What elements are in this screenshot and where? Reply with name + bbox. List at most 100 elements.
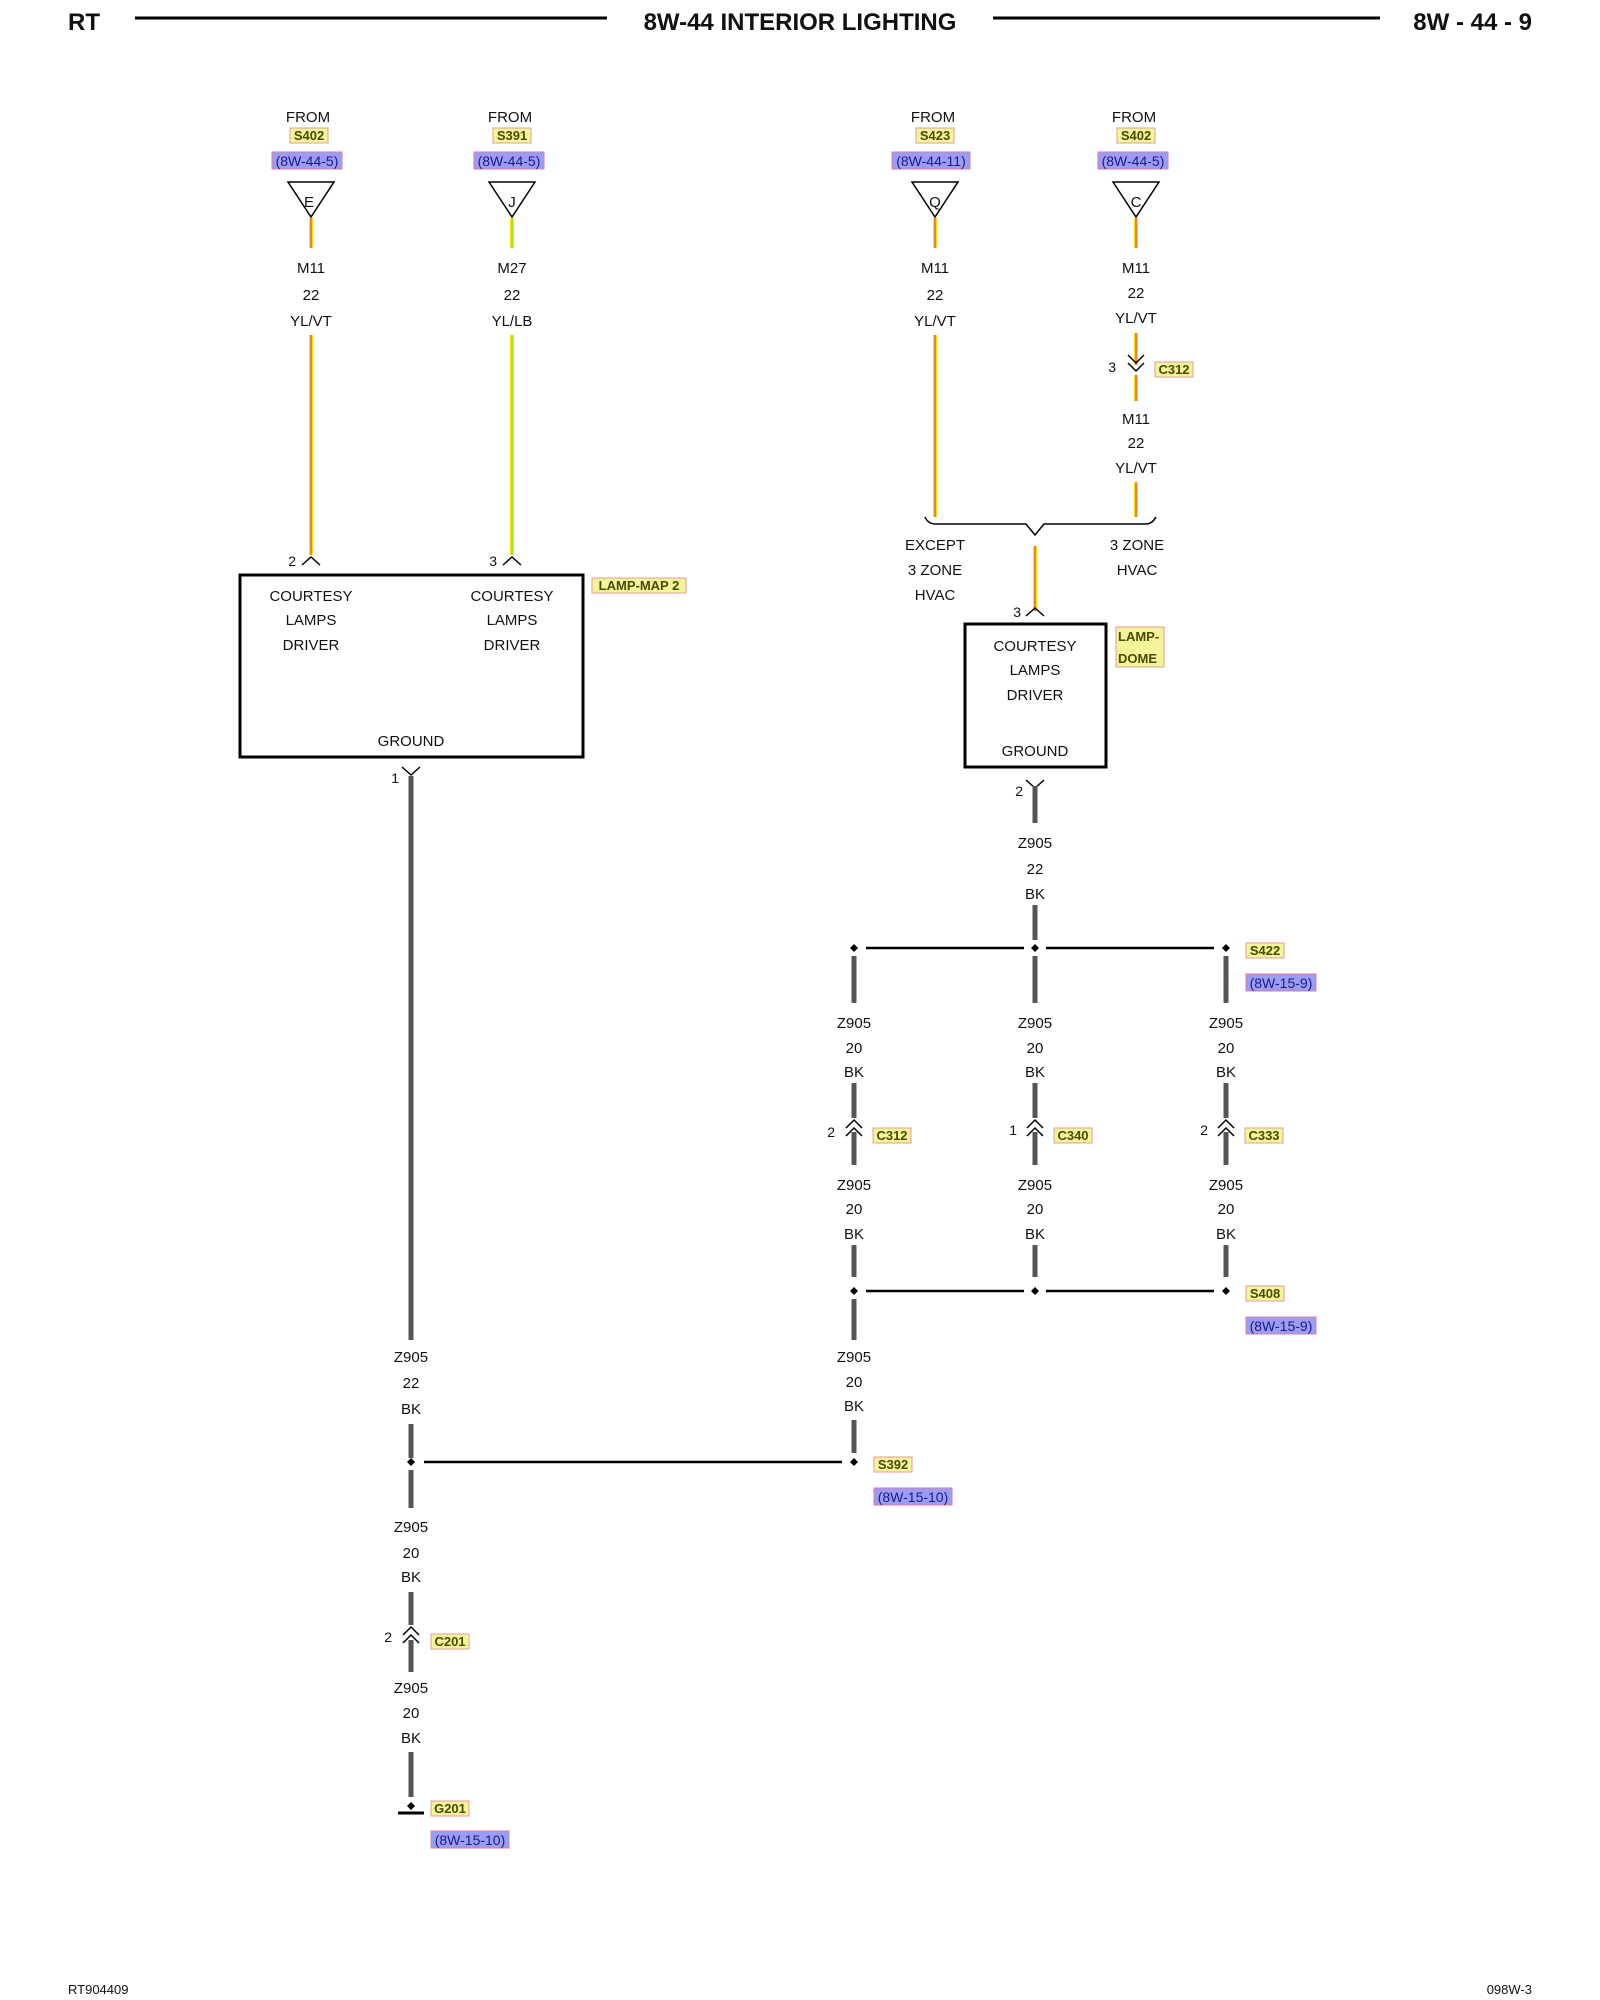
header-left: RT [68,9,100,36]
svg-text:22: 22 [1027,861,1044,878]
ref-link[interactable]: (8W-44-5) [276,153,339,169]
splice-tag[interactable]: S423 [920,128,950,143]
connector-c312-top[interactable]: 3 C312 [1108,354,1194,378]
lamp-map-2[interactable]: 2 3 COURTESY LAMPS DRIVER COURTESY LAMPS… [238,553,687,786]
connector-c333[interactable]: 2 C333 [1200,1118,1284,1144]
ref-tag-bg [473,151,545,170]
svg-text:(8W-15-10): (8W-15-10) [878,1489,949,1505]
ref-link[interactable]: (8W-44-5) [478,153,541,169]
svg-text:C312: C312 [1158,362,1189,377]
svg-text:20: 20 [846,1040,863,1057]
svg-text:2: 2 [288,553,296,569]
ground-g201[interactable]: G201 (8W-15-10) [398,1800,510,1849]
svg-text:BK: BK [401,1569,421,1586]
svg-text:EXCEPT: EXCEPT [905,537,965,554]
svg-text:BK: BK [1216,1226,1236,1243]
wire-label-c201-down: Z905 20 BK [394,1680,428,1747]
from-label: FROM [1112,109,1156,126]
connector-c340[interactable]: 1 C340 [1009,1118,1093,1144]
page-footer: RT904409 098W-3 [68,1982,1532,1997]
svg-text:GROUND: GROUND [1002,743,1069,760]
wire-label-2: M27 22 YL/LB [492,260,533,330]
svg-text:DOME: DOME [1118,651,1157,666]
ref-link[interactable]: (8W-44-5) [1102,153,1165,169]
ref-link[interactable]: (8W-44-11) [896,153,966,169]
connector-chevron-icon [845,1126,863,1137]
svg-text:Z905: Z905 [837,1349,871,1366]
ref-tag-bg [271,151,343,170]
svg-text:M11: M11 [1122,411,1150,428]
cavity-label: C [1131,194,1142,211]
connector-c201[interactable]: 2 C201 [384,1625,470,1650]
ground-wires[interactable] [408,776,1229,1797]
footer-right: 098W-3 [1487,1982,1532,1997]
wire-yl-vt-3[interactable] [933,218,937,517]
svg-text:M11: M11 [297,260,325,277]
svg-text:2: 2 [1015,783,1023,799]
cavity-label: E [304,194,314,211]
svg-text:20: 20 [1218,1201,1235,1218]
wire-label-map-ground: Z905 22 BK [394,1349,428,1418]
connector-chevron-icon [1127,362,1145,373]
wire-label-c312: M11 22 YL/VT [1115,411,1157,477]
from-label: FROM [286,109,330,126]
svg-text:HVAC: HVAC [1117,562,1158,579]
svg-text:22: 22 [303,287,320,304]
wire-yl-vt-1[interactable] [309,218,313,555]
svg-text:20: 20 [1027,1201,1044,1218]
svg-text:Z905: Z905 [394,1519,428,1536]
svg-text:C333: C333 [1248,1128,1279,1143]
wire-yl-vt-4[interactable] [1134,218,1138,517]
wire-label-s392-down: Z905 20 BK [394,1519,428,1586]
component-box [963,622,1108,769]
svg-text:GROUND: GROUND [378,733,445,750]
connector-chevron-icon [1217,1118,1235,1129]
wire-labels-branch-upper: Z905 20 BK Z905 20 BK Z905 20 BK [837,1015,1243,1081]
splice-tag[interactable]: S402 [1121,128,1151,143]
svg-text:3: 3 [1013,604,1021,620]
source-2: FROM S391 (8W-44-5) [473,109,545,170]
svg-text:BK: BK [844,1398,864,1415]
svg-text:LAMPS: LAMPS [487,612,538,629]
splice-tag[interactable]: S391 [497,128,527,143]
svg-text:BK: BK [401,1401,421,1418]
svg-text:DRIVER: DRIVER [283,637,340,654]
splice-s408[interactable]: S408 (8W-15-9) [1245,1285,1317,1335]
component-box [238,573,585,759]
splice-tag-bg [915,127,955,144]
svg-text:C201: C201 [434,1634,465,1649]
svg-text:22: 22 [927,287,944,304]
svg-text:HVAC: HVAC [915,587,956,604]
svg-text:Z905: Z905 [1018,1015,1052,1032]
splice-tag[interactable]: S402 [294,128,324,143]
svg-text:22: 22 [403,1375,420,1392]
svg-text:C340: C340 [1057,1128,1088,1143]
svg-text:S422: S422 [1250,943,1280,958]
svg-text:1: 1 [1009,1122,1017,1138]
wire-yl-lb[interactable] [510,218,514,555]
source-1: FROM S402 (8W-44-5) [271,109,343,170]
svg-text:(8W-15-10): (8W-15-10) [435,1832,506,1848]
svg-text:Z905: Z905 [837,1177,871,1194]
connector-chevron-icon [1026,1126,1044,1137]
svg-text:Z905: Z905 [1018,835,1052,852]
wire-label-1: M11 22 YL/VT [290,260,332,330]
splice-s392[interactable]: S392 (8W-15-10) [873,1456,953,1506]
connector-triangle-icon: C [1111,181,1161,219]
splice-tag-bg [492,127,532,144]
svg-text:22: 22 [1128,285,1145,302]
lamp-dome[interactable]: 3 COURTESY LAMPS DRIVER GROUND LAMP- DOM… [963,604,1165,799]
splice-s422[interactable]: S422 (8W-15-9) [1245,942,1317,992]
page-header: RT 8W-44 INTERIOR LIGHTING 8W - 44 - 9 [68,9,1532,36]
wire-label-4: M11 22 YL/VT [1115,260,1157,327]
svg-text:YL/VT: YL/VT [1115,310,1157,327]
wire-yl-vt-dome[interactable] [1033,546,1037,611]
splice-tag-bg [1116,127,1156,144]
page-number: 8W - 44 - 9 [1413,9,1532,36]
connector-c312[interactable]: 2 C312 [827,1118,912,1144]
svg-text:COURTESY: COURTESY [470,588,553,605]
connector-triangle-icon: J [487,181,537,219]
svg-text:Z905: Z905 [1209,1015,1243,1032]
svg-text:Z905: Z905 [394,1680,428,1697]
